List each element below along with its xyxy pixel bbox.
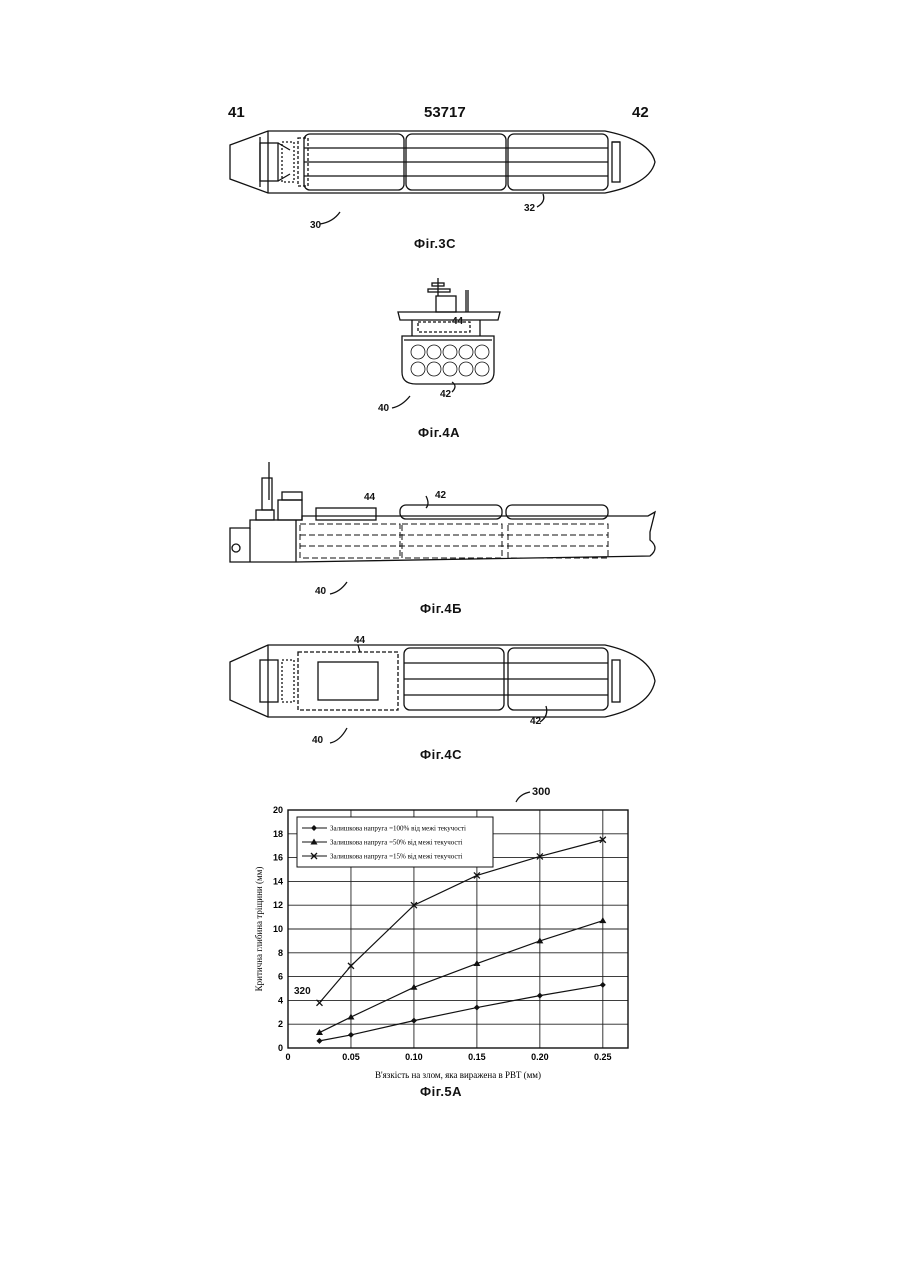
- legend-entry: Залишкова напруга =100% від межі текучос…: [330, 825, 466, 833]
- y-tick-label: 18: [273, 829, 283, 839]
- chart-legend: Залишкова напруга =100% від межі текучос…: [297, 817, 493, 867]
- legend-entry: Залишкова напруга =50% від межі текучост…: [330, 839, 463, 847]
- y-axis-label: Критична глибина тріщини (мм): [254, 867, 264, 992]
- data-point: [600, 982, 606, 988]
- data-point: [411, 1018, 417, 1024]
- x-tick-label: 0.25: [594, 1052, 612, 1062]
- x-axis-label: В'язкість на злом, яка виражена в РВТ (м…: [375, 1070, 541, 1080]
- data-point: [599, 917, 606, 923]
- fig5a-caption: Фіг.5А: [420, 1084, 462, 1099]
- x-tick-label: 0.05: [342, 1052, 360, 1062]
- series-line: [319, 985, 602, 1041]
- chart-series: [316, 837, 606, 1044]
- x-tick-label: 0.20: [531, 1052, 549, 1062]
- data-point: [316, 1029, 323, 1035]
- y-tick-label: 0: [278, 1043, 283, 1053]
- y-tick-label: 2: [278, 1019, 283, 1029]
- y-tick-label: 16: [273, 853, 283, 863]
- data-point: [316, 1038, 322, 1044]
- y-tick-label: 8: [278, 948, 283, 958]
- data-point: [474, 1005, 480, 1011]
- y-tick-label: 20: [273, 805, 283, 815]
- data-point: [348, 1032, 354, 1038]
- y-tick-label: 4: [278, 995, 283, 1005]
- x-tick-label: 0: [285, 1052, 290, 1062]
- legend-entry: Залишкова напруга =15% від межі текучост…: [330, 853, 463, 861]
- y-tick-label: 10: [273, 924, 283, 934]
- y-tick-label: 14: [273, 876, 283, 886]
- y-tick-label: 12: [273, 900, 283, 910]
- y-tick-label: 6: [278, 972, 283, 982]
- x-tick-label: 0.15: [468, 1052, 486, 1062]
- data-point: [537, 993, 543, 999]
- x-tick-label: 0.10: [405, 1052, 423, 1062]
